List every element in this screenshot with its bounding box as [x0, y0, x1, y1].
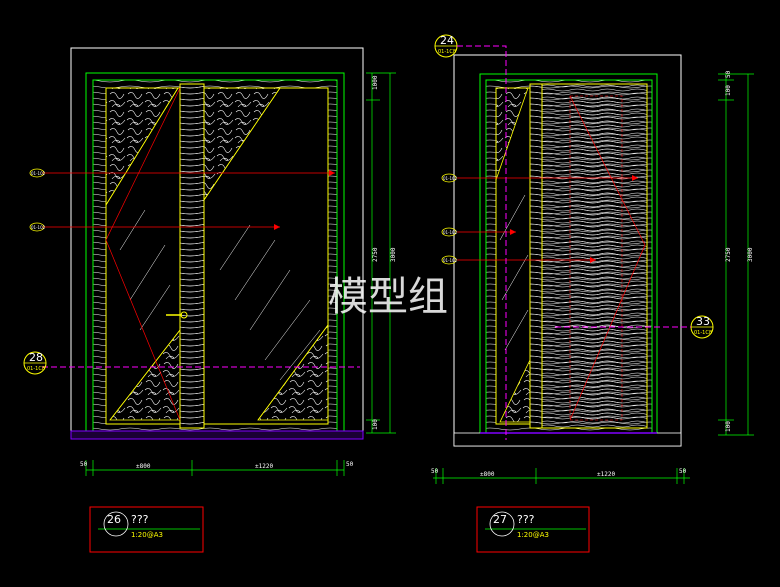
section-tag-28: 28 01-1C8	[23, 351, 47, 375]
right-floor	[453, 432, 682, 447]
right-dim-total: 3000	[747, 247, 754, 262]
right-small-tag-2: 01-102	[443, 230, 458, 235]
title-26-number: 26	[107, 513, 121, 526]
left-dim-height: 2750	[372, 247, 379, 262]
svg-text:24: 24	[440, 34, 454, 47]
title-block-26: 26 ??? 1:20@A3	[89, 506, 204, 553]
svg-text:01-1C8: 01-1C8	[438, 49, 456, 55]
right-stile	[529, 83, 543, 429]
left-dim-base: 100	[372, 419, 379, 430]
left-glass-hatch	[119, 209, 321, 381]
right-dim-bottom-4: 50	[679, 468, 687, 475]
title-26-scale: 1:20@A3	[131, 531, 163, 539]
right-wood-leaf	[541, 83, 648, 429]
left-floor	[70, 430, 364, 440]
right-narrow-leaf	[495, 87, 531, 425]
title-26-name: ???	[131, 513, 149, 526]
left-dim-bottom-4: 50	[346, 461, 354, 468]
left-center-stile	[179, 83, 205, 429]
left-horizontal-dimensions	[85, 460, 345, 476]
title-27-number: 27	[493, 513, 507, 526]
left-elevation: 01-102 01-102 28 01-1C8 1000 3000 2750 1…	[23, 47, 397, 553]
svg-text:01-1C8: 01-1C8	[694, 330, 712, 336]
right-dim-top-1: 50	[725, 70, 732, 78]
svg-text:01-1C8: 01-1C8	[27, 366, 45, 372]
left-dim-bottom-2: ±800	[136, 463, 151, 470]
right-small-tag-3: 01-102	[443, 258, 458, 263]
title-27-scale: 1:20@A3	[517, 531, 549, 539]
left-vertical-dimensions	[366, 72, 396, 434]
right-dim-base: 100	[725, 421, 732, 432]
section-tag-24: 24 01-1C8	[434, 34, 507, 440]
right-small-tag-1: 01-102	[443, 176, 458, 181]
title-block-27: 27 ??? 1:20@A3	[476, 506, 590, 553]
left-dim-bottom-1: 50	[80, 461, 88, 468]
left-dim-top: 1000	[372, 75, 379, 90]
watermark-text: 模型组	[328, 274, 448, 320]
left-small-tag-1: 01-102	[31, 171, 46, 176]
left-swing-line	[105, 87, 181, 421]
left-dim-bottom-3: ±1220	[255, 463, 273, 470]
right-elevation: 01-102 01-102 01-102 24 01-1C8 33 01-1C8	[431, 34, 754, 553]
right-dim-bottom-1: 50	[431, 468, 439, 475]
left-small-tag-2: 01-102	[31, 225, 46, 230]
right-horizontal-dimensions	[433, 468, 690, 484]
right-dim-height: 2750	[725, 247, 732, 262]
section-tag-33: 33 01-1C8	[555, 315, 714, 339]
title-27-name: ???	[517, 513, 535, 526]
left-dim-total: 3000	[390, 247, 397, 262]
svg-text:28: 28	[29, 351, 43, 364]
svg-text:33: 33	[696, 315, 710, 328]
right-dim-bottom-2: ±800	[480, 471, 495, 478]
right-vertical-dimensions	[718, 73, 754, 436]
right-dim-top-2: 100	[725, 85, 732, 96]
left-door-leaf-1	[105, 87, 181, 425]
right-dim-bottom-3: ±1220	[597, 471, 615, 478]
left-door-leaf-2	[203, 87, 329, 425]
